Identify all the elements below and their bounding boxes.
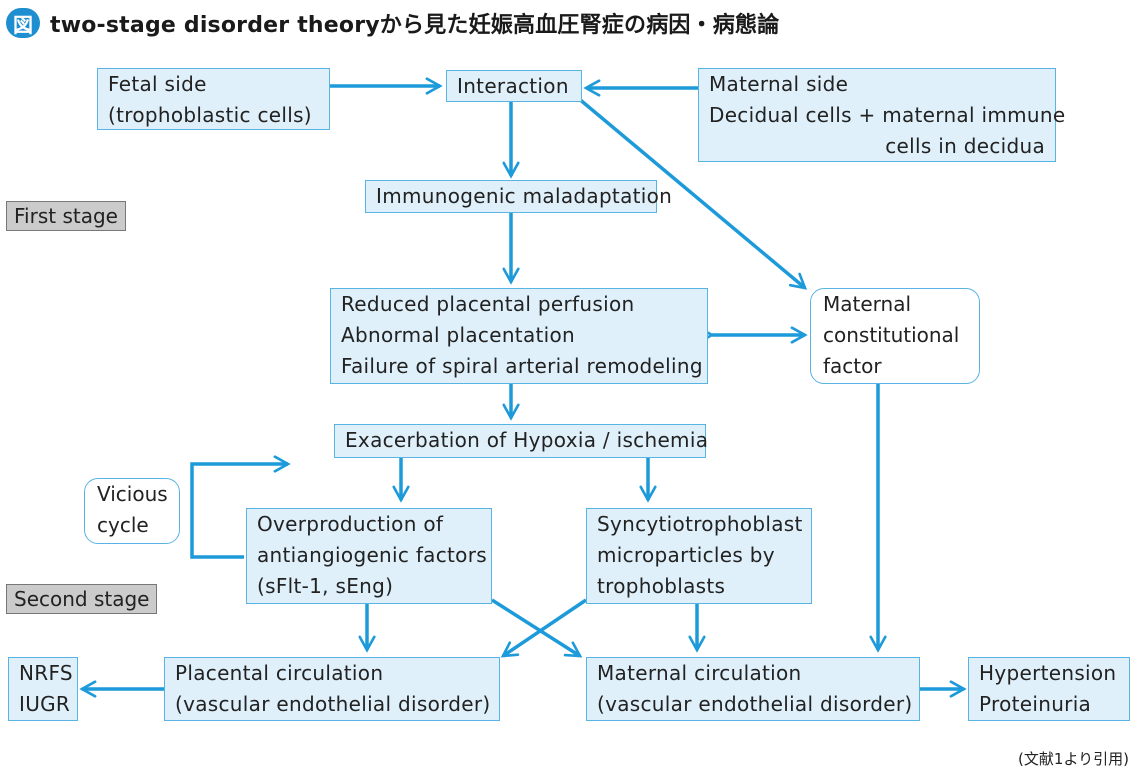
node-line: Abnormal placentation	[341, 323, 576, 347]
node-line: Exacerbation of Hypoxia / ischemia	[345, 428, 709, 452]
arrow-antiangiogenic-to-maternal	[491, 598, 583, 658]
node-line: Syncytiotrophoblast	[597, 512, 803, 536]
node-line: Overproduction of	[257, 512, 444, 536]
figure-badge: 図	[6, 8, 40, 38]
node-line: Hypertension	[979, 661, 1117, 685]
first-stage-label: First stage	[6, 201, 126, 231]
node-maternal-constitutional-factor: Maternal constitutional factor	[810, 288, 980, 384]
figure-title-text: two-stage disorder theoryから見た妊娠高血圧腎症の病因・…	[50, 13, 780, 38]
node-line: constitutional	[823, 323, 960, 347]
node-line: Decidual cells + maternal immune	[709, 103, 1066, 127]
node-hypoxia-ischemia: Exacerbation of Hypoxia / ischemia	[334, 424, 709, 458]
node-maternal-side: Maternal side Decidual cells + maternal …	[698, 68, 1066, 162]
node-vicious-cycle: Vicious cycle	[84, 478, 180, 544]
node-nrfs-iugr: NRFS IUGR	[8, 657, 78, 721]
node-line: Immunogenic maladaptation	[376, 184, 673, 208]
node-fetal-side: Fetal side (trophoblastic cells)	[97, 68, 330, 130]
node-line: Maternal circulation	[597, 661, 802, 685]
node-hypertension-proteinuria: Hypertension Proteinuria	[968, 657, 1130, 721]
node-line: Maternal side	[709, 72, 849, 96]
node-line: Fetal side	[108, 72, 207, 96]
node-line: Failure of spiral arterial remodeling	[341, 354, 703, 378]
node-line: trophoblasts	[597, 574, 726, 598]
node-line: Maternal	[823, 292, 912, 316]
node-line: microparticles by	[597, 543, 775, 567]
node-line: antiangiogenic factors	[257, 543, 487, 567]
node-line: (vascular endothelial disorder)	[597, 692, 913, 716]
node-syncytiotrophoblast: Syncytiotrophoblast microparticles by tr…	[586, 508, 812, 604]
arrow-vicious-cycle-loop	[190, 455, 291, 559]
node-line: factor	[823, 354, 882, 378]
node-line: NRFS	[19, 661, 73, 685]
node-line: (trophoblastic cells)	[108, 103, 312, 127]
node-line: (sFlt-1, sEng)	[257, 574, 394, 598]
node-line: Proteinuria	[979, 692, 1092, 716]
arrow-syncytio-to-placental	[500, 598, 587, 658]
node-immunogenic-maladaptation: Immunogenic maladaptation	[365, 180, 673, 213]
node-interaction: Interaction	[446, 70, 582, 102]
node-line: Placental circulation	[175, 661, 384, 685]
node-line: Vicious	[97, 482, 168, 506]
node-line: Interaction	[457, 74, 569, 98]
node-line: cycle	[97, 513, 149, 537]
node-antiangiogenic-factors: Overproduction of antiangiogenic factors…	[246, 508, 492, 604]
node-line: IUGR	[19, 692, 71, 716]
node-line: (vascular endothelial disorder)	[175, 692, 491, 716]
node-placental-circulation: Placental circulation (vascular endothel…	[164, 657, 500, 721]
figure-title: 図 two-stage disorder theoryから見た妊娠高血圧腎症の病…	[6, 6, 779, 40]
node-line: Reduced placental perfusion	[341, 292, 635, 316]
node-line: cells in decidua	[885, 134, 1045, 158]
citation: (文献1より引用)	[1018, 750, 1129, 768]
node-placental-perfusion: Reduced placental perfusion Abnormal pla…	[330, 288, 708, 384]
arrow-interaction-to-constitutional	[576, 96, 808, 290]
second-stage-label: Second stage	[6, 584, 158, 614]
node-maternal-circulation: Maternal circulation (vascular endotheli…	[586, 657, 920, 721]
